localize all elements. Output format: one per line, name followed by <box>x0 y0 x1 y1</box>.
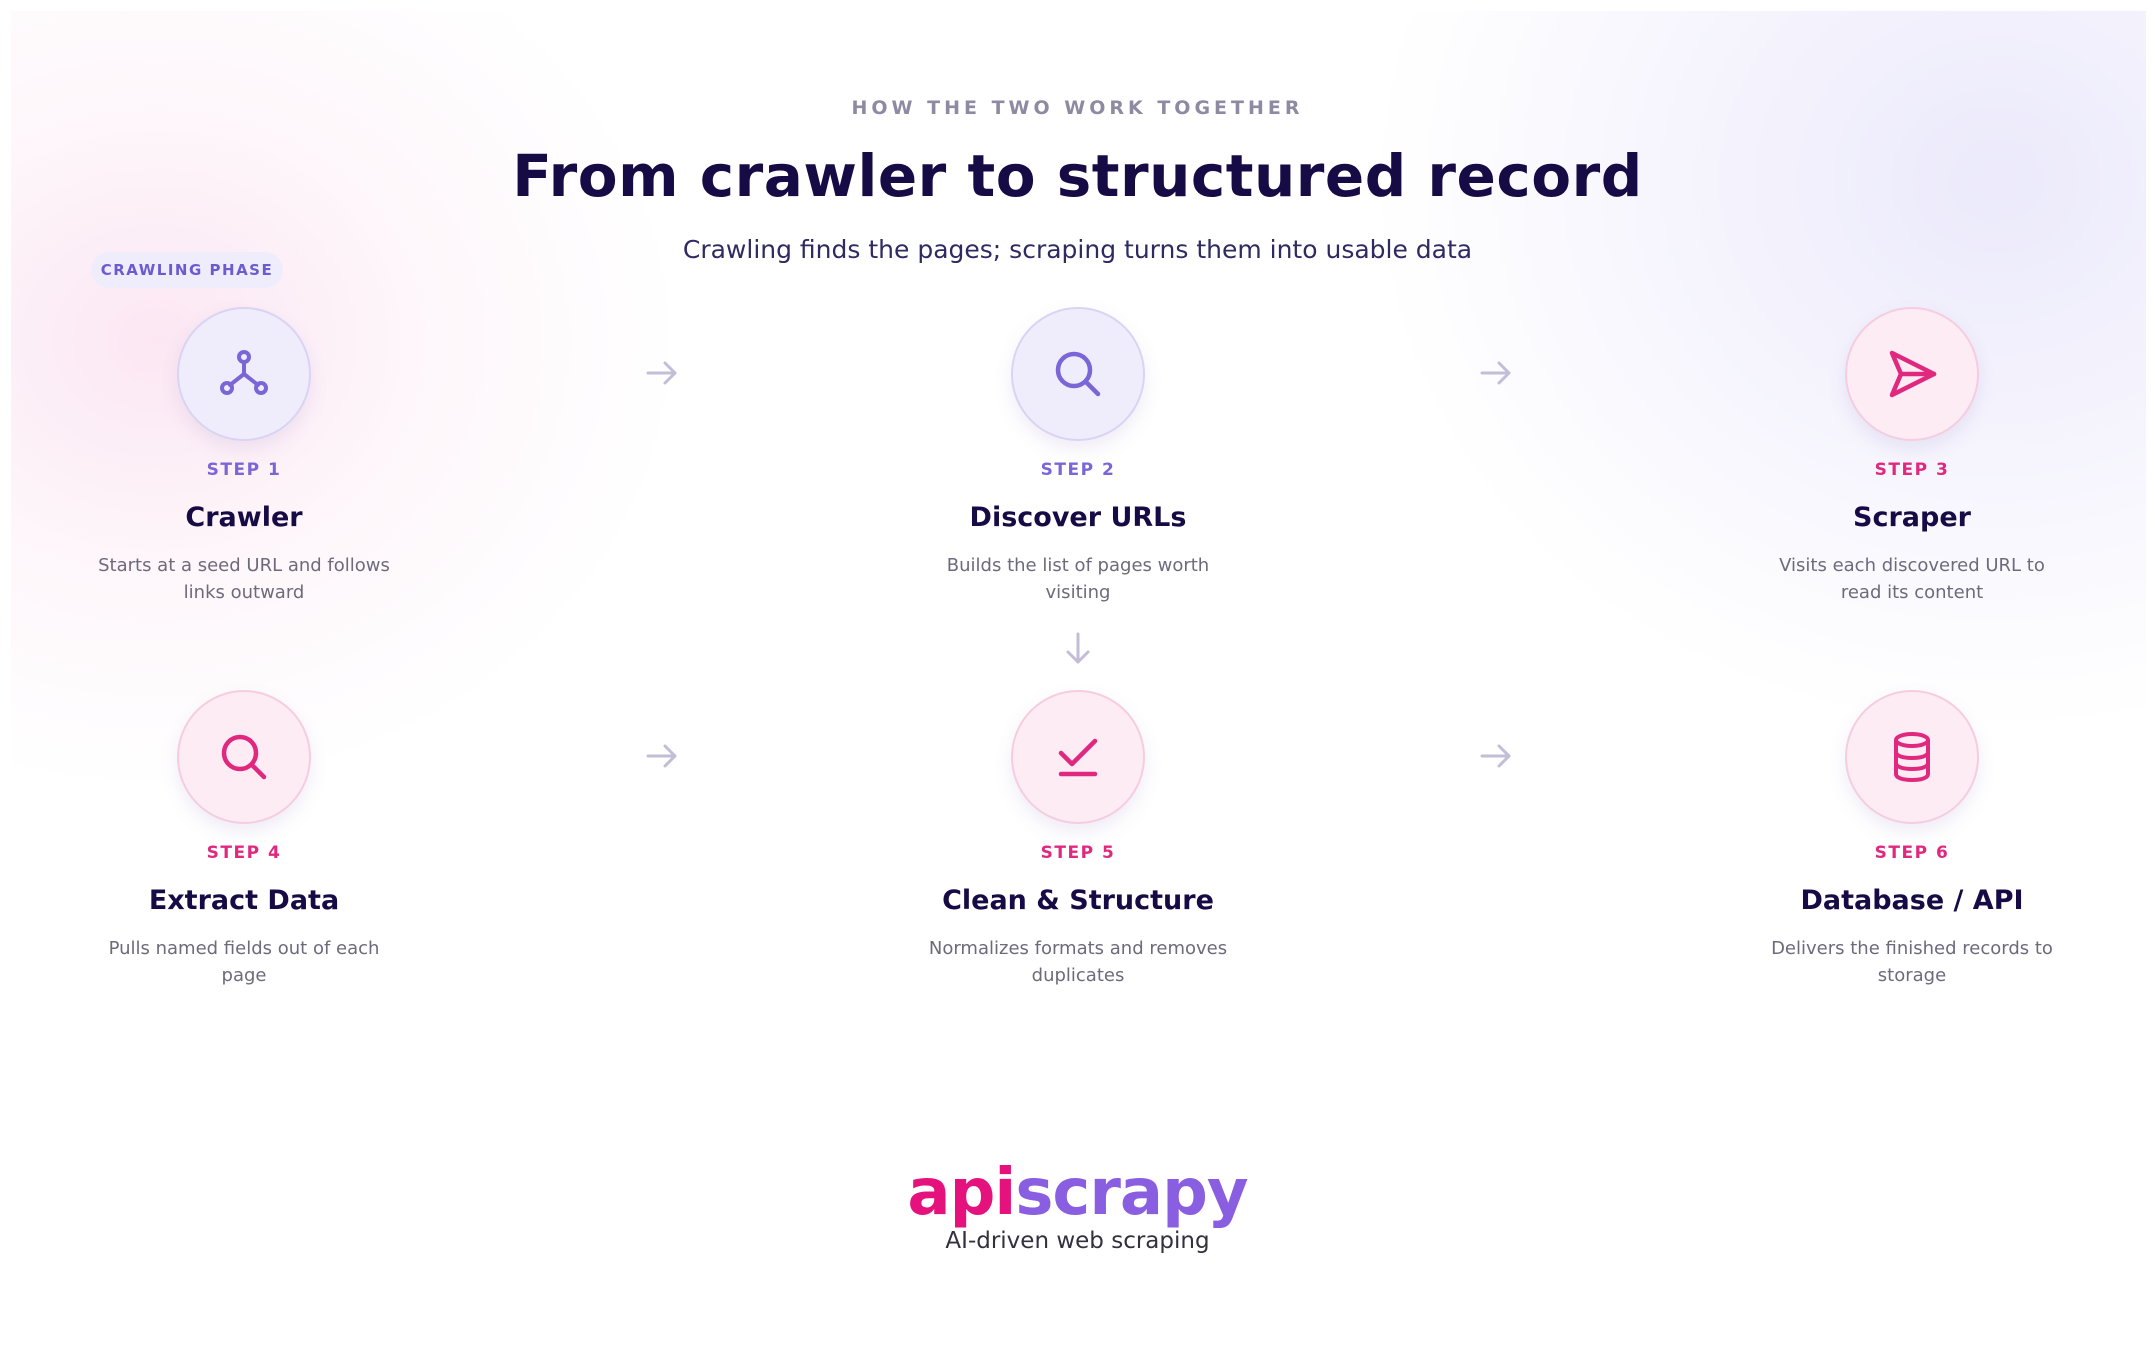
page-subtitle: Crawling finds the pages; scraping turns… <box>682 235 1473 264</box>
eyebrow: HOW THE TWO WORK TOGETHER <box>851 97 1304 119</box>
check-icon <box>1058 738 1098 777</box>
arrow-down-icon <box>1058 629 1098 669</box>
step-3-label: STEP 3 <box>1874 460 1950 480</box>
step-3-title: Scraper <box>1853 502 1971 533</box>
step-3-icon-circle <box>1845 307 1979 441</box>
arrow-right-icon <box>1476 736 1516 776</box>
page-title: From crawler to structured record <box>512 142 1643 210</box>
brand-tagline: AI-driven web scraping <box>945 1228 1210 1254</box>
step-4-label: STEP 4 <box>206 843 282 863</box>
step-5-title: Clean & Structure <box>942 885 1214 916</box>
search-icon <box>221 734 267 780</box>
step-5-label: STEP 5 <box>1040 843 1116 863</box>
step-6-title: Database / API <box>1800 885 2024 916</box>
step-4-icon-circle <box>177 690 311 824</box>
send-icon <box>1889 350 1937 398</box>
step-4-title: Extract Data <box>148 885 340 916</box>
step-6-icon-circle <box>1845 690 1979 824</box>
step-1-title: Crawler <box>185 502 303 533</box>
step-4-description: Pulls named fields out of each page <box>108 938 380 986</box>
branch-icon <box>220 350 268 395</box>
step-1-description: Starts at a seed URL and follows links o… <box>98 555 390 603</box>
step-5-description: Normalizes formats and removes duplicate… <box>928 938 1228 986</box>
arrow-right-icon <box>642 353 682 393</box>
step-1-icon-circle <box>177 307 311 441</box>
phase-badge: CRAWLING PHASE <box>91 252 283 288</box>
arrow-right-icon <box>1476 353 1516 393</box>
step-3-description: Visits each discovered URL to read its c… <box>1779 555 2045 603</box>
step-2-icon-circle <box>1011 307 1145 441</box>
search-icon <box>1055 351 1101 397</box>
step-6-description: Delivers the finished records to storage <box>1771 938 2053 986</box>
step-2-label: STEP 2 <box>1040 460 1116 480</box>
arrow-right-icon <box>642 736 682 776</box>
step-5-icon-circle <box>1011 690 1145 824</box>
step-1-label: STEP 1 <box>206 460 282 480</box>
database-icon <box>1894 732 1930 783</box>
background-glow-left <box>11 11 681 791</box>
step-2-description: Builds the list of pages worth visiting <box>946 555 1210 603</box>
logo-scrapy: scrapy <box>1015 1156 1248 1230</box>
diagram-canvas <box>11 11 2146 1344</box>
step-2-title: Discover URLs <box>969 502 1187 533</box>
logo-api: api <box>907 1156 1016 1230</box>
step-6-label: STEP 6 <box>1874 843 1950 863</box>
brand-logo: apiscrapy <box>0 1158 2155 1228</box>
